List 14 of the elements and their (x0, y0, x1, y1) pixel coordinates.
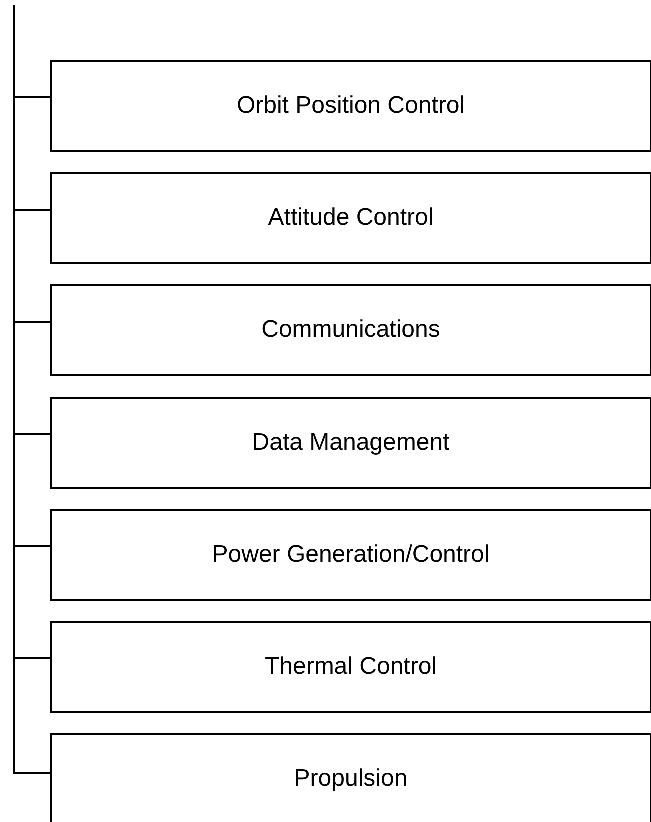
process-box (50, 509, 651, 601)
box-label: Orbit Position Control (236, 91, 466, 121)
box-label: Thermal Control (264, 652, 438, 682)
process-box (50, 60, 651, 152)
box-label: Data Management (252, 428, 450, 458)
box-label: Attitude Control (268, 203, 434, 233)
box-label: Power Generation/Control (212, 540, 490, 570)
box-label: Communications (262, 315, 440, 345)
process-box (50, 733, 651, 822)
process-box (50, 621, 651, 713)
box-label: Propulsion (294, 764, 408, 794)
process-box (50, 397, 651, 489)
process-box (50, 172, 651, 264)
process-box (50, 284, 651, 376)
